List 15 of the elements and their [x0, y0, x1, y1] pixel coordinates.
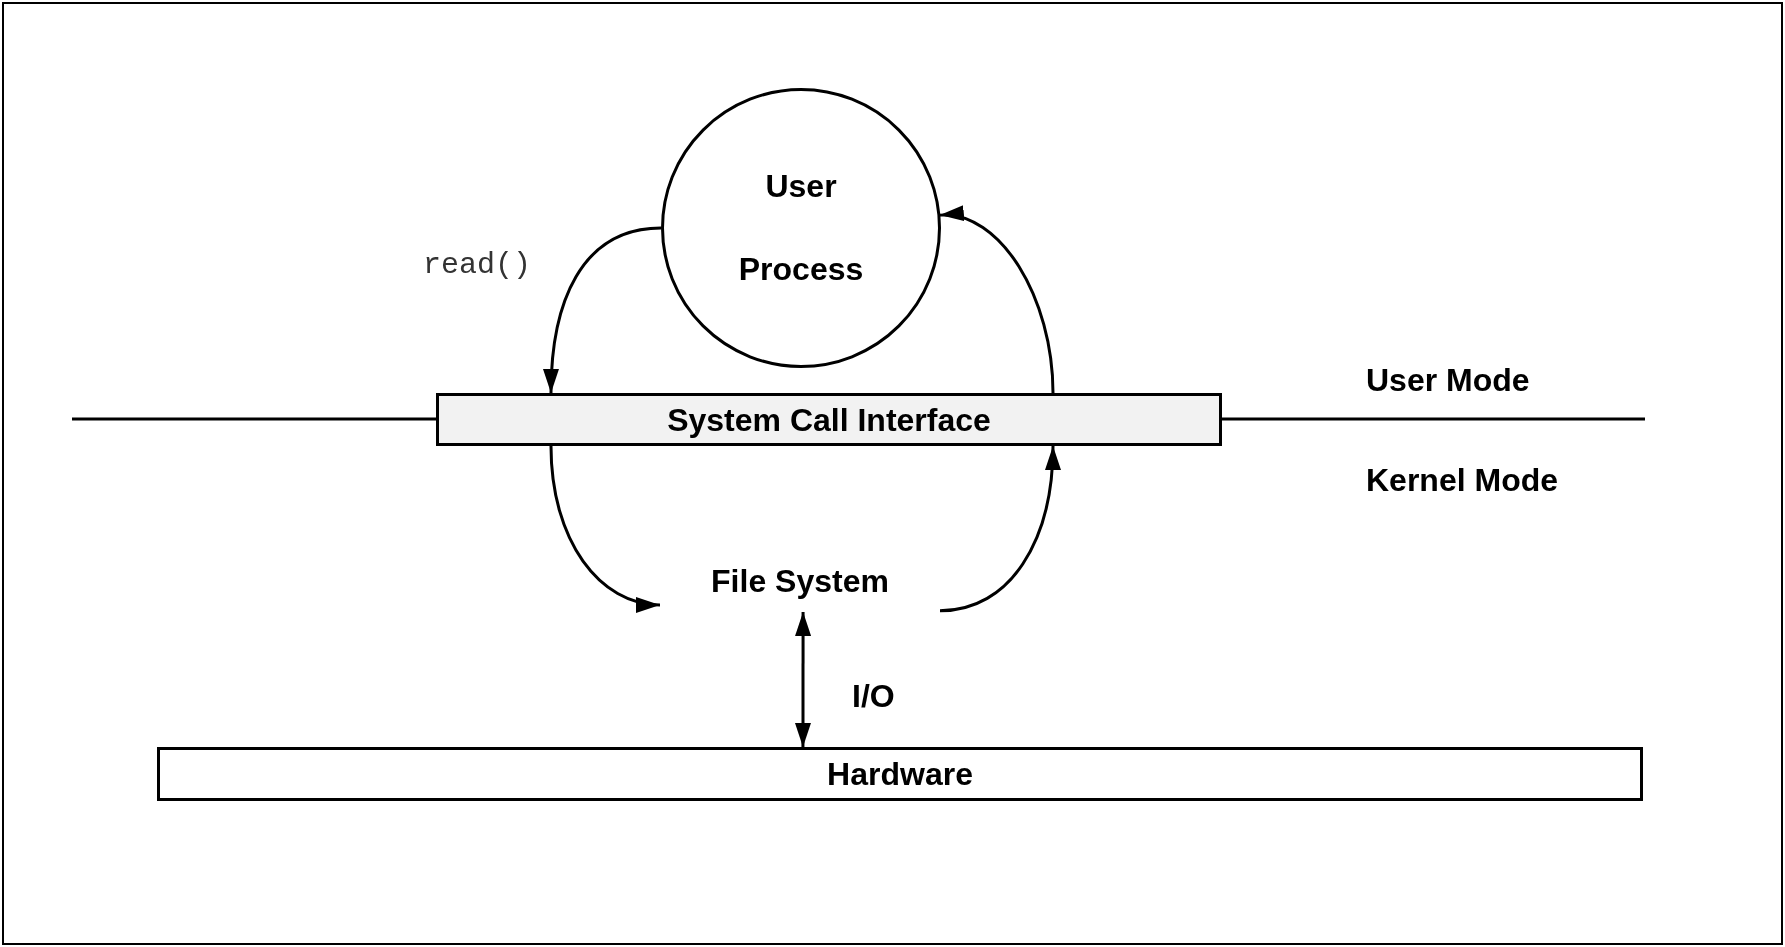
mode-label: Kernel Mode: [1366, 461, 1559, 500]
interface-bar: [436, 393, 1222, 446]
node-label: Hardware: [827, 755, 973, 794]
node-label: File System: [711, 562, 889, 601]
arrow: [795, 612, 812, 747]
edge-label: read(): [423, 247, 532, 284]
arrow: [543, 226, 662, 394]
edge-label: I/O: [852, 677, 895, 716]
arrow: [939, 445, 1061, 613]
arrow: [549, 445, 661, 611]
hardware-bar: [157, 747, 1643, 801]
node-label: User Process: [737, 166, 865, 289]
node-label: System Call Interface: [667, 400, 991, 440]
arrow: [939, 208, 1055, 394]
mode-label: User Mode: [1366, 361, 1530, 400]
